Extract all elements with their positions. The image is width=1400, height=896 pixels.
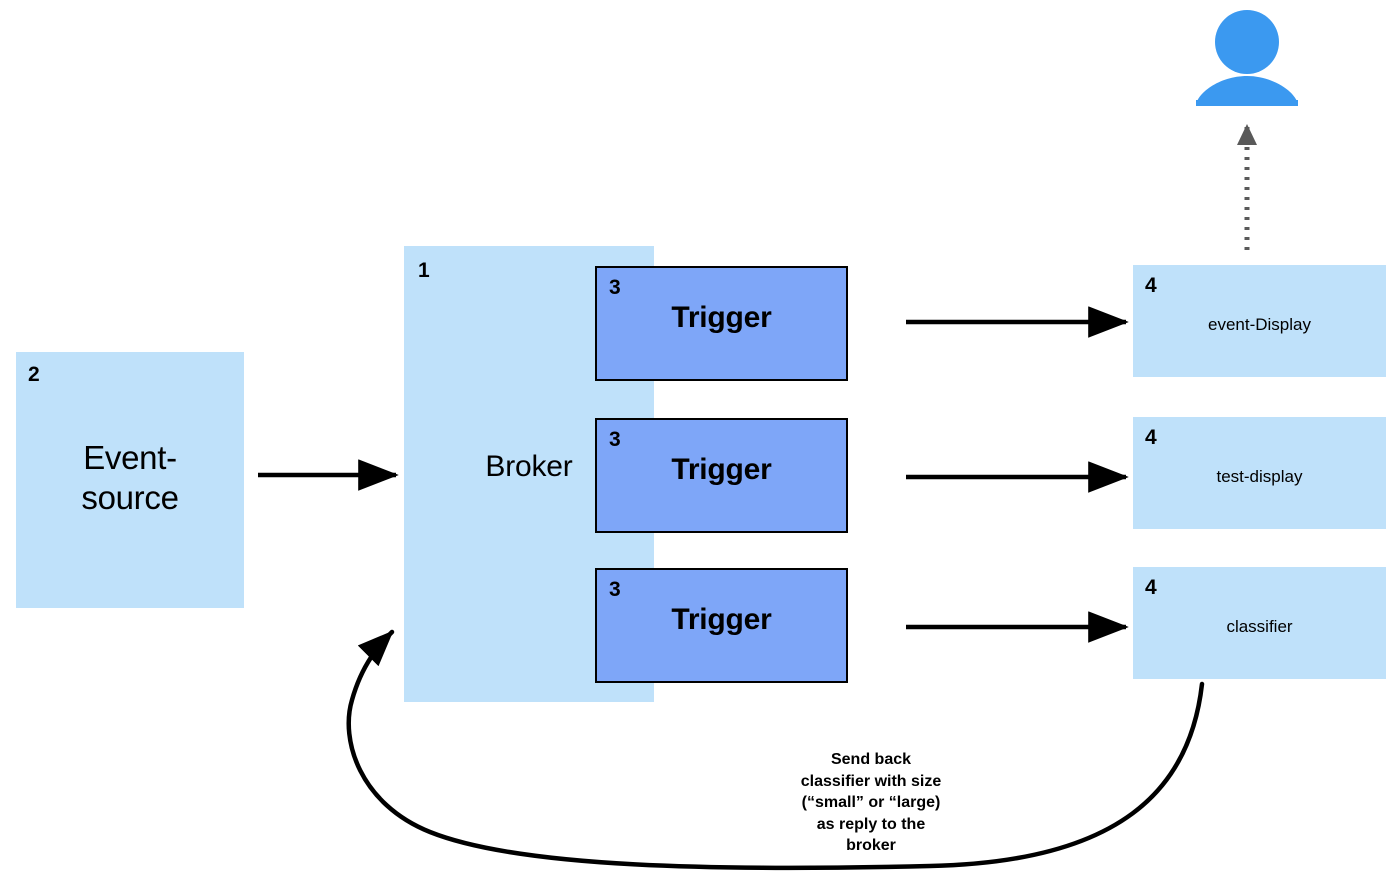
node-event-source[interactable]: 2 Event- source xyxy=(16,352,244,608)
node-label-trigger-3: Trigger xyxy=(671,603,772,636)
curved-reply-path-classifier-to-broker xyxy=(346,629,1205,871)
node-label-event-source: Event- source xyxy=(81,439,179,517)
node-label-service-2: test-display xyxy=(1216,467,1303,486)
node-number-trigger-2: 3 xyxy=(609,428,621,451)
node-label-trigger-2: Trigger xyxy=(671,453,772,486)
node-label-trigger-1: Trigger xyxy=(671,301,772,334)
node-label-broker: Broker xyxy=(485,450,573,483)
node-service-test-display[interactable]: 4 test-display xyxy=(1133,417,1386,529)
node-service-event-display[interactable]: 4 event-Display xyxy=(1133,265,1386,377)
node-number-broker: 1 xyxy=(418,259,430,282)
node-trigger-3[interactable]: 3 Trigger xyxy=(595,568,848,683)
node-label-service-3: classifier xyxy=(1226,617,1293,636)
node-number-event-source: 2 xyxy=(28,363,40,386)
annotation-return-note: Send back classifier with size (“small” … xyxy=(800,751,942,855)
node-number-service-1: 4 xyxy=(1145,274,1157,297)
node-number-trigger-3: 3 xyxy=(609,578,621,601)
node-service-classifier[interactable]: 4 classifier xyxy=(1133,567,1386,679)
node-number-service-3: 4 xyxy=(1145,576,1157,599)
node-number-service-2: 4 xyxy=(1145,426,1157,449)
node-number-trigger-1: 3 xyxy=(609,276,621,299)
node-label-service-1: event-Display xyxy=(1208,315,1311,334)
node-trigger-2[interactable]: 3 Trigger xyxy=(595,418,848,533)
node-trigger-1[interactable]: 3 Trigger xyxy=(595,266,848,381)
person-icon xyxy=(1196,10,1298,106)
